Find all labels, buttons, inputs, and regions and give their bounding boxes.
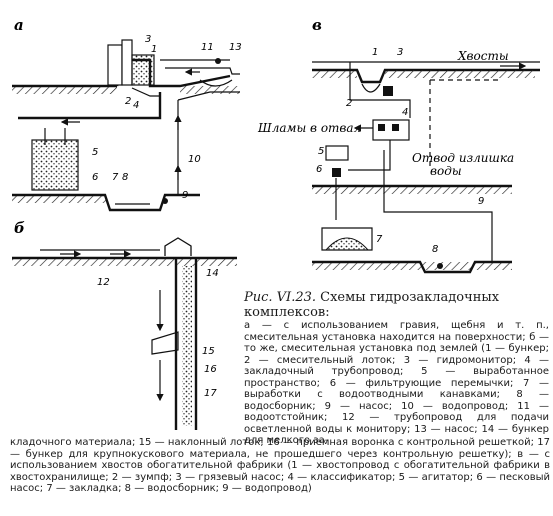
num-label: 7: [376, 234, 383, 245]
pump-9: [162, 198, 168, 204]
mined-out-space-5: [31, 139, 79, 191]
surface-hatch-b: [12, 258, 237, 266]
overflow-label-1: Отвод излишка: [412, 151, 514, 165]
ground-surface-right: [180, 86, 240, 94]
num-label: 15: [202, 346, 215, 357]
agitator-5: [325, 145, 349, 161]
panel-b-label: б: [14, 219, 25, 237]
bunker-1: [131, 54, 155, 86]
num-label: 17: [204, 388, 217, 399]
slimes-label: Шламы в отвал: [257, 121, 361, 135]
figure-caption-title: Рис. VI.23. Схемы гидрозакладочных компл…: [244, 290, 549, 320]
num-label: 1: [151, 44, 157, 55]
figure-caption-body: а — с использованием гравия, щебня и т. …: [244, 320, 549, 446]
bunker-14: [164, 237, 192, 256]
sump-2: [361, 83, 381, 93]
num-label: 13: [229, 42, 242, 53]
lower-drift-floor: [12, 195, 107, 203]
num-label: 2: [346, 98, 352, 109]
panel-v-label: в: [312, 16, 322, 34]
figure-number: Рис. VI.23.: [244, 290, 316, 305]
num-label: 9: [182, 190, 188, 201]
figure-title: Схемы гидрозакладочных комплексов:: [244, 290, 500, 320]
sand-line: [348, 140, 391, 171]
num-label: 14: [206, 268, 219, 279]
shaft-fill: [182, 266, 192, 426]
stope-frame: [321, 227, 373, 251]
num-label: 5: [318, 146, 324, 157]
water-pipe-9: [383, 150, 493, 262]
bottom-level: [312, 262, 512, 270]
mixing-trough: [131, 87, 160, 97]
num-label: 6: [92, 172, 98, 183]
num-label: 5: [92, 147, 98, 158]
num-label: 3: [397, 47, 403, 58]
bottom-level-line: [312, 260, 512, 274]
num-label: 11: [201, 42, 214, 53]
overflow-return: [429, 79, 500, 170]
num-label: 8: [432, 244, 438, 255]
num-label: 10: [188, 154, 201, 165]
num-label: 4: [133, 100, 139, 111]
middle-level: [312, 186, 512, 194]
num-label: 7: [112, 172, 119, 183]
num-label: 4: [402, 107, 408, 118]
pipe-11: [165, 67, 240, 75]
bunker-building: [107, 44, 123, 86]
surface-hatch-v2: [385, 70, 535, 78]
panel-a-diagram: а 3: [12, 16, 242, 212]
panel-v-diagram: в Хвосты Шламы в отвал Отвод излишка вод…: [257, 16, 540, 274]
settling-tank: [199, 79, 233, 87]
num-label: 12: [97, 277, 110, 288]
pump-13: [215, 58, 221, 64]
num-label: 16: [204, 364, 217, 375]
lower-drift: [12, 193, 200, 212]
bunker-building-2: [121, 39, 133, 86]
inclined-chute-15: [151, 331, 179, 355]
panel-a-label: а: [14, 16, 24, 34]
figure-caption-continued: кладочного материала; 15 — наклонный лот…: [10, 437, 550, 494]
classifier-part: [378, 124, 385, 131]
num-label: 8: [122, 172, 128, 183]
surface-hatch-v: [312, 70, 357, 78]
tails-label: Хвосты: [457, 49, 509, 63]
num-label: 1: [372, 47, 378, 58]
ground-surface-left: [12, 86, 117, 94]
num-label: 2: [125, 96, 131, 107]
backfill-7: [324, 237, 370, 251]
collector-8: [437, 263, 443, 269]
mud-pump-3: [383, 86, 393, 96]
num-label: 3: [145, 34, 151, 45]
panel-b-diagram: б 12 14 15 16 17: [12, 219, 237, 430]
classifier-part: [392, 124, 399, 131]
sand-pump-6: [332, 168, 341, 177]
tailings-line: [349, 62, 411, 118]
overflow-label-2: воды: [430, 164, 462, 178]
num-label: 9: [478, 196, 484, 207]
backfill-pipe-4: [18, 92, 162, 120]
num-label: 6: [316, 164, 322, 175]
water-pipe-upper: [177, 91, 240, 101]
